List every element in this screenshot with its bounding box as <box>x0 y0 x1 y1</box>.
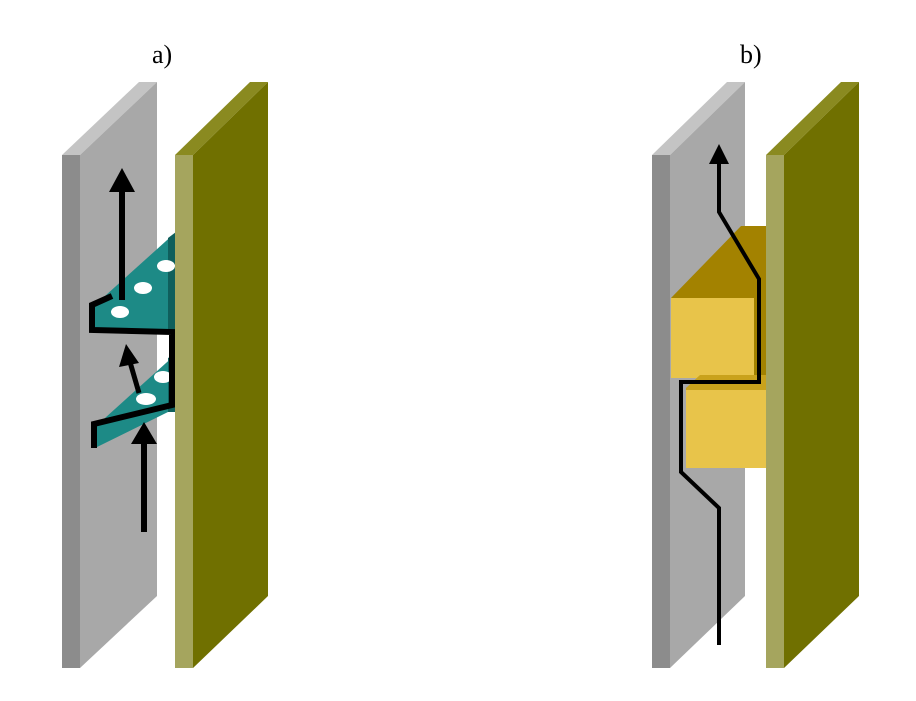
baffle-hole <box>154 371 172 383</box>
gray-plate-b-side <box>652 155 670 668</box>
baffle-plates-a <box>95 232 176 448</box>
panel-label-a: a) <box>152 40 173 69</box>
arrow-outflow-b-head <box>709 144 729 164</box>
baffle-upper-edge <box>168 232 176 330</box>
baffle-upper <box>95 232 176 330</box>
gold-blocks-b <box>671 226 766 468</box>
gold-block-upper-top <box>671 226 766 378</box>
gold-block-upper-front <box>671 298 754 378</box>
flow-path-meander <box>679 160 761 645</box>
panel-label-b: b) <box>740 40 762 69</box>
panel-b <box>652 82 859 668</box>
arrow-through-hole-shaft <box>127 361 142 394</box>
baffle-hole <box>134 282 152 294</box>
olive-plate-b-top <box>766 82 859 155</box>
panel-a <box>62 82 268 668</box>
olive-plate-b <box>766 82 859 668</box>
baffle-hole <box>136 393 156 405</box>
gray-plate-a-front <box>80 82 157 668</box>
gray-plate-a-side <box>62 155 80 668</box>
arrow-inflow-head <box>131 422 157 444</box>
olive-plate-a-edge <box>175 155 193 668</box>
olive-plate-a-top <box>175 82 268 155</box>
gold-block-lower-front <box>686 390 766 468</box>
olive-plate-a <box>175 82 268 668</box>
olive-plate-b-edge <box>766 155 784 668</box>
gray-plate-b-top <box>652 82 745 155</box>
baffle-hole <box>111 306 129 318</box>
olive-plate-a-front <box>193 82 268 668</box>
arrow-outflow-head <box>109 168 135 192</box>
olive-plate-b-front <box>784 82 859 668</box>
flow-arrows-a <box>109 168 157 532</box>
flow-path-zigzag <box>89 293 175 448</box>
baffle-hole <box>157 260 175 272</box>
gray-plate-a <box>62 82 157 668</box>
arrow-through-hole-head <box>119 344 139 367</box>
gray-plate-a-top <box>62 82 157 155</box>
